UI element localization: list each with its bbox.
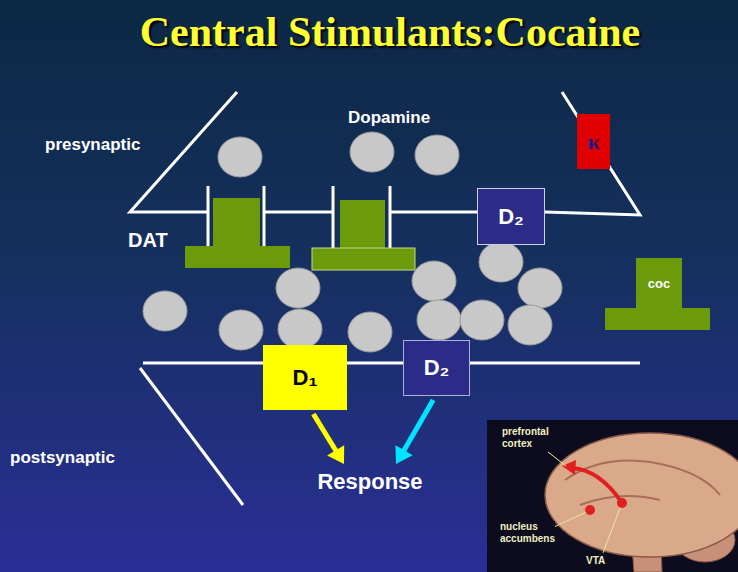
node-text: D₂ [498, 204, 524, 230]
node-text: D₂ [424, 355, 450, 381]
presynaptic-membrane [130, 92, 640, 248]
arrow-line [403, 400, 433, 452]
dopamine-molecule [143, 132, 562, 352]
arrow-head [395, 445, 412, 464]
region-label: postsynaptic [10, 448, 115, 468]
brain-inset [487, 420, 738, 572]
response-node: Response [305, 466, 435, 498]
cocaine-molecule [605, 258, 710, 330]
dat-transporter [185, 198, 415, 270]
brain-region-label: nucleus accumbens [499, 521, 555, 544]
node-text: κ [587, 129, 599, 155]
d2-receptor: D₂ [403, 340, 470, 396]
brain-region-label: prefrontal cortex [501, 426, 555, 449]
signal-arrow [395, 400, 433, 464]
slide-title: Central Stimulants:Cocaine [40, 8, 738, 56]
node-text: Response [317, 469, 422, 495]
arrow-line [313, 414, 336, 452]
d1-receptor: D₁ [263, 345, 347, 410]
molecule-label: Dopamine [348, 108, 430, 128]
arrow-head [327, 445, 344, 464]
region-label: presynaptic [45, 135, 140, 155]
d2-autoreceptor: D₂ [477, 188, 545, 245]
signal-arrow [313, 414, 344, 464]
cocaine-label-box: coc [636, 258, 682, 308]
brain-region-label: VTA [585, 555, 606, 567]
kappa-receptor: κ [577, 114, 610, 169]
node-text: coc [648, 276, 670, 291]
node-text: D₁ [293, 365, 318, 391]
transporter-label: DAT [128, 229, 168, 252]
